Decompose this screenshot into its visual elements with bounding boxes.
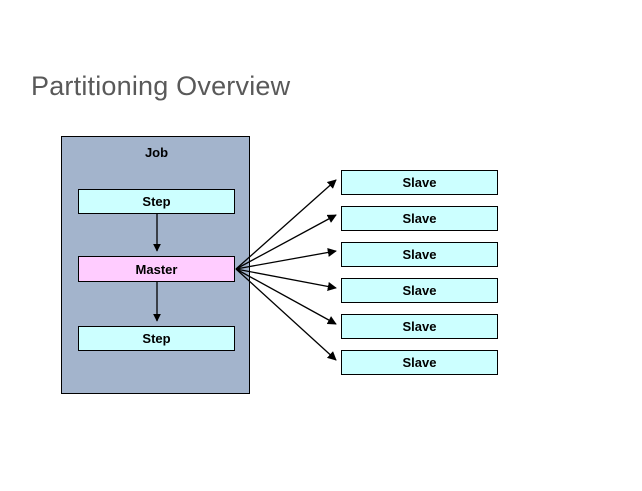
connector-master-to-slave-2	[235, 214, 337, 270]
connector-master-to-slave-3	[235, 247, 337, 270]
connector-master-to-slave-1	[235, 179, 337, 270]
node-slave-5[interactable]: Slave	[341, 314, 498, 339]
page-title: Partitioning Overview	[31, 71, 291, 101]
node-slave-2[interactable]: Slave	[341, 206, 498, 231]
node-slave-6[interactable]: Slave	[341, 350, 498, 375]
node-step-bottom[interactable]: Step	[78, 326, 235, 351]
node-slave-1[interactable]: Slave	[341, 170, 498, 195]
job-label: Job	[144, 145, 169, 160]
connector-master-to-slave-4	[235, 268, 337, 291]
node-master[interactable]: Master	[78, 256, 235, 282]
node-step-top[interactable]: Step	[78, 189, 235, 214]
node-slave-4[interactable]: Slave	[341, 278, 498, 303]
node-slave-3[interactable]: Slave	[341, 242, 498, 267]
connector-master-to-slave-6	[235, 268, 337, 361]
connector-master-to-slave-5	[235, 268, 337, 325]
